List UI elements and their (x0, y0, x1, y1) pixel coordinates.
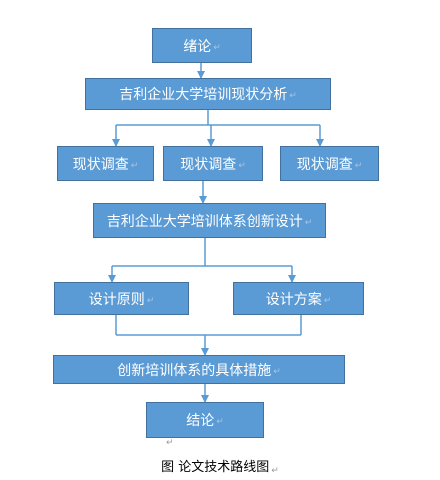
node-principles-label: 设计原则 (88, 291, 145, 308)
figure-caption: 图 论文技术路线图↵ (0, 456, 440, 476)
node-measures-label: 创新培训体系的具体措施 (117, 362, 272, 379)
node-analysis: 吉利企业大学培训现状分析↵ (85, 78, 331, 110)
paragraph-mark: ↵ (238, 160, 246, 171)
node-conclusion-label: 结论 (186, 413, 215, 429)
node-survey-1-label: 现状调查 (72, 156, 129, 173)
node-plan-label: 设计方案 (265, 291, 322, 308)
paragraph-mark: ↵ (271, 466, 279, 476)
node-intro: 绪论↵ (152, 28, 252, 63)
paragraph-mark: ↵ (273, 366, 281, 377)
node-conclusion: 结论↵ (146, 402, 264, 438)
node-innovation: 吉利企业大学培训体系创新设计↵ (93, 203, 326, 238)
node-innovation-label: 吉利企业大学培训体系创新设计 (106, 213, 303, 230)
paragraph-mark: ↵ (213, 42, 221, 53)
paragraph-mark: ↵ (130, 160, 139, 171)
node-survey-2: 现状调查↵ (163, 146, 263, 181)
node-principles: 设计原则↵ (54, 282, 189, 315)
paragraph-mark: ↵ (304, 217, 313, 228)
paragraph-mark: ↵ (146, 295, 155, 306)
node-survey-3: 现状调查↵ (280, 146, 379, 181)
node-intro-label: 绪论 (183, 38, 212, 55)
paragraph-mark: ↵ (166, 438, 174, 448)
paragraph-mark: ↵ (354, 160, 363, 171)
node-survey-3-label: 现状调查 (296, 156, 353, 173)
node-analysis-label: 吉利企业大学培训现状分析 (119, 87, 288, 103)
paragraph-mark: ↵ (323, 295, 332, 306)
paragraph-mark: ↵ (289, 91, 297, 101)
node-measures: 创新培训体系的具体措施↵ (53, 355, 345, 384)
node-survey-1: 现状调查↵ (57, 146, 154, 181)
paragraph-mark: ↵ (216, 417, 224, 427)
node-survey-2-label: 现状调查 (180, 156, 237, 173)
node-plan: 设计方案↵ (233, 282, 364, 315)
figure-caption-text: 图 论文技术路线图 (161, 460, 270, 475)
